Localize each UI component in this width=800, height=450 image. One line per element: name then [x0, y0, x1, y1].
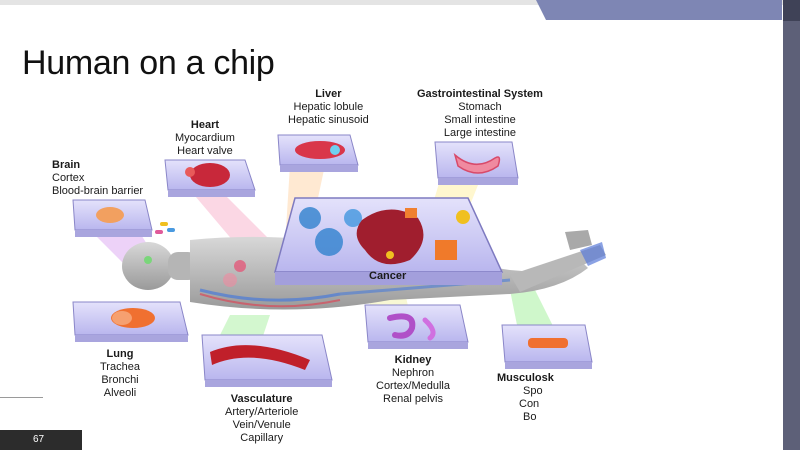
human-on-chip-figure: Liver Hepatic lobule Hepatic sinusoid Ga… — [40, 80, 610, 450]
right-side-bar-top — [783, 0, 800, 21]
gi-title: Gastrointestinal System — [417, 88, 543, 100]
cancer-chip — [274, 197, 504, 285]
musculo-title: Musculosk — [497, 372, 554, 384]
label-gi: Gastrointestinal System Stomach Small in… — [417, 88, 543, 140]
brain-line-2: Blood-brain barrier — [52, 185, 144, 197]
gi-line-1: Stomach — [458, 101, 502, 113]
vasculature-title: Vasculature — [230, 393, 293, 405]
musculo-line-1: Spo — [523, 385, 543, 397]
musculo-chip — [501, 324, 593, 369]
kidney-line-1: Nephron — [391, 367, 435, 379]
label-vasculature: Vasculature Artery/Arteriole Vein/Venule… — [225, 393, 298, 445]
label-liver: Liver Hepatic lobule Hepatic sinusoid — [288, 88, 369, 127]
gi-chip — [434, 141, 519, 185]
heart-chip — [164, 159, 256, 197]
liver-line-2: Hepatic sinusoid — [288, 114, 369, 126]
figure-graphics — [72, 134, 606, 387]
lung-line-2: Bronchi — [101, 374, 139, 386]
cancer-title: Cancer — [369, 270, 407, 282]
page-number: 67 — [0, 430, 82, 450]
vasculature-line-1: Artery/Arteriole — [225, 406, 299, 418]
vasculature-line-2: Vein/Venule — [232, 419, 291, 431]
label-lung: Lung Trachea Bronchi Alveoli — [100, 348, 140, 400]
label-brain: Brain Cortex Blood-brain barrier — [52, 159, 143, 198]
lung-title: Lung — [106, 348, 134, 360]
liver-title: Liver — [315, 88, 342, 100]
right-side-bar — [783, 0, 800, 450]
top-band — [0, 0, 783, 5]
label-heart: Heart Myocardium Heart valve — [175, 119, 235, 158]
lung-line-1: Trachea — [100, 361, 140, 373]
brain-line-1: Cortex — [52, 172, 85, 184]
kidney-chip — [364, 304, 469, 349]
kidney-line-3: Renal pelvis — [383, 393, 443, 405]
vasculature-line-3: Capillary — [240, 432, 284, 444]
vasculature-chip — [201, 334, 333, 387]
lung-line-3: Alveoli — [103, 387, 137, 399]
heart-line-1: Myocardium — [175, 132, 235, 144]
pills — [155, 222, 175, 234]
musculo-line-3: Bo — [523, 411, 537, 423]
musculo-line-2: Con — [519, 398, 540, 410]
label-kidney: Kidney Nephron Cortex/Medulla Renal pelv… — [376, 354, 450, 406]
slide-title: Human on a chip — [22, 44, 275, 82]
heart-line-2: Heart valve — [177, 145, 233, 157]
gi-line-3: Large intestine — [443, 127, 517, 139]
heart-title: Heart — [190, 119, 220, 131]
label-musculo: Musculosk Spo Con Bo — [497, 372, 554, 424]
brain-chip — [72, 199, 153, 237]
liver-line-1: Hepatic lobule — [293, 101, 364, 113]
gi-line-2: Small intestine — [444, 114, 516, 126]
kidney-title: Kidney — [394, 354, 432, 366]
label-cancer: Cancer — [369, 270, 406, 283]
lung-chip — [72, 301, 189, 342]
liver-chip — [277, 134, 359, 172]
footer-divider — [0, 397, 43, 398]
top-accent-tab — [536, 0, 782, 20]
brain-title: Brain — [52, 159, 81, 171]
kidney-line-2: Cortex/Medulla — [376, 380, 450, 392]
